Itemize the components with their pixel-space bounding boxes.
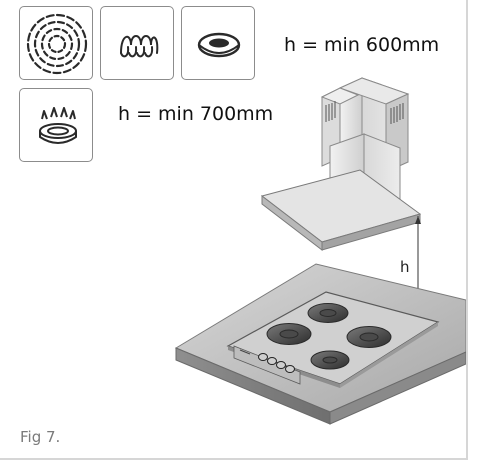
installation-illustration — [174, 77, 466, 425]
hood-canopy — [260, 169, 422, 252]
figure-frame — [0, 0, 468, 460]
electric-min-height-label: h = min 600mm — [284, 34, 440, 56]
hotplates — [266, 303, 392, 370]
gas-burner-icon — [39, 107, 77, 144]
height-dimension-label: h — [400, 258, 410, 276]
control-panel — [233, 345, 301, 385]
halogen-coil-icon — [120, 35, 159, 58]
halogen-coil-tile — [100, 6, 174, 80]
figure-caption: Fig 7. — [20, 428, 61, 446]
radiant-hob-tile — [19, 6, 93, 80]
solid-plate-icon — [197, 32, 241, 58]
solid-plate-tile — [181, 6, 255, 80]
gas-min-height-label: h = min 700mm — [118, 103, 274, 125]
radiant-hob-icon — [26, 13, 88, 75]
control-knobs — [258, 353, 295, 373]
gas-burner-tile — [19, 88, 93, 162]
